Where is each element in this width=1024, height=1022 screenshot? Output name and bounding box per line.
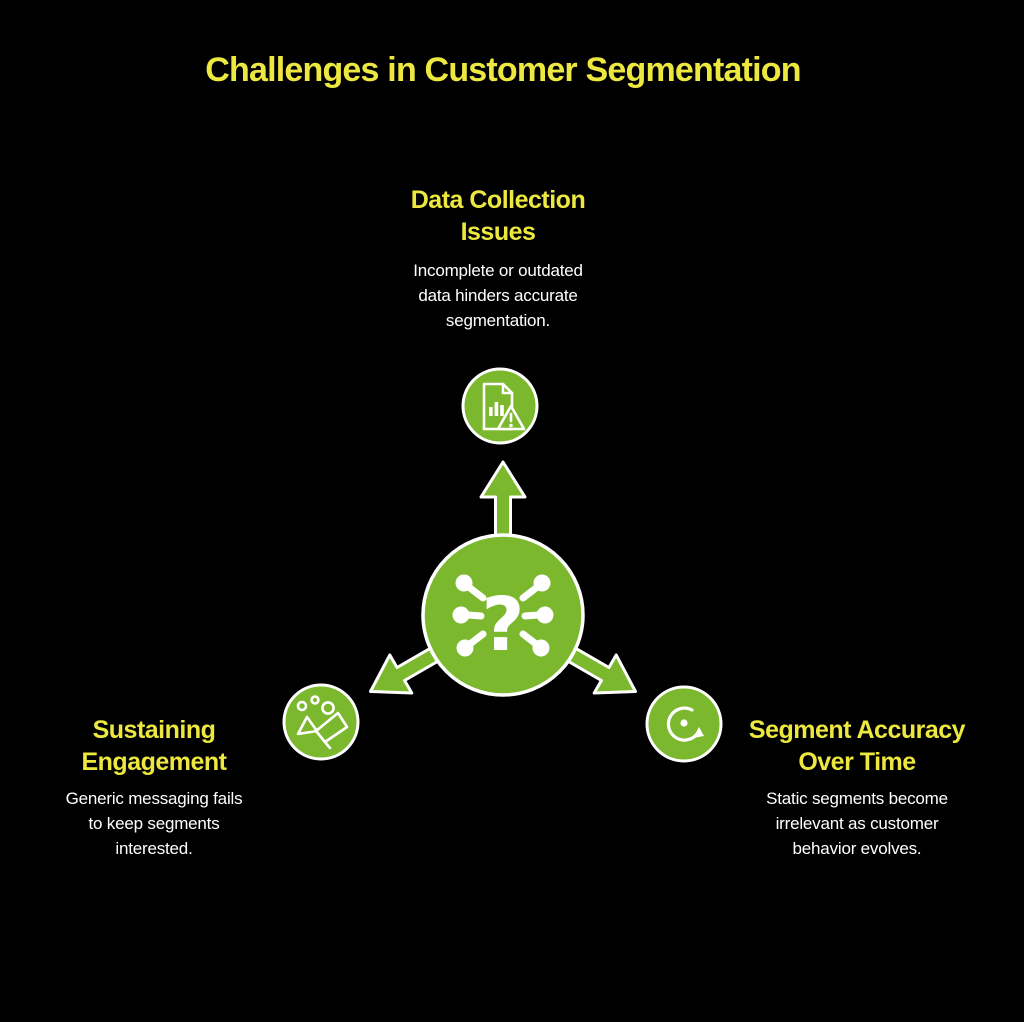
node-sustaining-engagement bbox=[282, 683, 360, 761]
refresh-arrow-icon bbox=[666, 706, 704, 742]
section-heading: Segment Accuracy Over Time bbox=[717, 714, 997, 778]
svg-text:?: ? bbox=[482, 582, 525, 668]
section-heading: Data Collection Issues bbox=[348, 184, 648, 248]
node-segment-accuracy bbox=[645, 685, 723, 763]
description-line: Generic messaging fails bbox=[65, 789, 243, 808]
heading-line: Sustaining bbox=[92, 716, 216, 744]
description-line: interested. bbox=[115, 839, 193, 858]
heading-line: Issues bbox=[460, 218, 536, 246]
description-line: behavior evolves. bbox=[792, 839, 922, 858]
page-title: Challenges in Customer Segmentation bbox=[205, 51, 801, 89]
section-sustaining-engagement: Sustaining Engagement Generic messaging … bbox=[14, 714, 294, 861]
heading-line: Engagement bbox=[81, 748, 227, 776]
description-line: to keep segments bbox=[88, 814, 220, 833]
description-line: Incomplete or outdated bbox=[413, 261, 583, 280]
node-data-collection bbox=[461, 367, 539, 445]
megaphone-icon bbox=[296, 695, 349, 750]
description-line: segmentation. bbox=[445, 311, 551, 330]
document-chart-warning-icon bbox=[482, 382, 526, 431]
section-segment-accuracy: Segment Accuracy Over Time Static segmen… bbox=[717, 714, 997, 861]
section-data-collection: Data Collection Issues Incomplete or out… bbox=[348, 184, 648, 333]
question-network-icon: ? bbox=[452, 574, 554, 668]
section-heading: Sustaining Engagement bbox=[14, 714, 294, 778]
heading-line: Data Collection bbox=[410, 186, 586, 214]
description-line: data hinders accurate bbox=[418, 286, 578, 305]
section-description: Incomplete or outdated data hinders accu… bbox=[348, 258, 648, 333]
section-description: Static segments become irrelevant as cus… bbox=[717, 786, 997, 861]
section-description: Generic messaging fails to keep segments… bbox=[14, 786, 294, 861]
description-line: Static segments become bbox=[766, 789, 948, 808]
heading-line: Over Time bbox=[798, 748, 916, 776]
description-line: irrelevant as customer bbox=[775, 814, 939, 833]
heading-line: Segment Accuracy bbox=[748, 716, 966, 744]
